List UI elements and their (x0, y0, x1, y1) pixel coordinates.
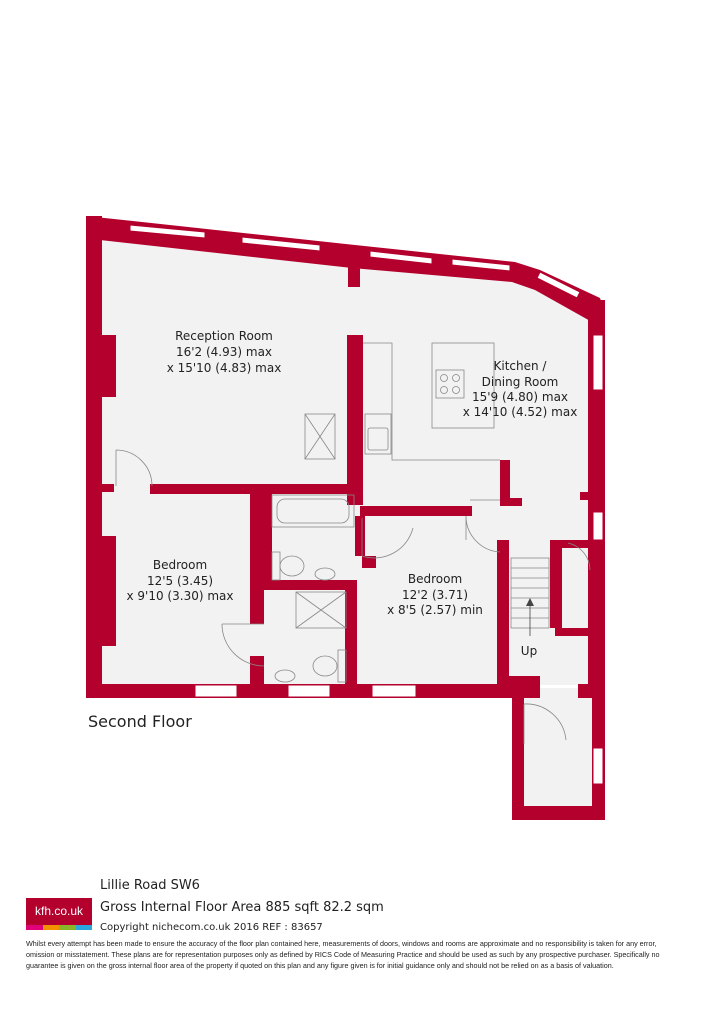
logo-stripe (26, 925, 43, 930)
logo-stripes (26, 925, 92, 930)
kitchen-dim1: 15'9 (4.80) max (472, 390, 568, 404)
doors (115, 449, 591, 744)
interior-walls (102, 255, 592, 686)
bedroom1-dim1: 12'5 (3.45) (147, 574, 213, 588)
property-address: Lillie Road SW6 (100, 878, 200, 893)
kitchen-name1: Kitchen / (494, 359, 548, 373)
reception-dim1: 16'2 (4.93) max (176, 345, 272, 359)
kitchen-name2: Dining Room (482, 375, 559, 389)
logo-text: kfh.co.uk (34, 904, 84, 918)
bathroom-fittings (271, 494, 355, 683)
floor-hall-lower (524, 688, 598, 806)
reception-name: Reception Room (175, 329, 273, 343)
bedroom2-name: Bedroom (408, 572, 462, 586)
reception-dim2: x 15'10 (4.83) max (167, 361, 282, 375)
kitchen-units (363, 342, 500, 461)
bedroom2-dim2: x 8'5 (2.57) min (387, 603, 483, 617)
skylight (304, 413, 336, 460)
kfh-logo: kfh.co.uk (26, 898, 92, 930)
windows (129, 224, 604, 785)
logo-stripe (42, 925, 59, 930)
bedroom1-name: Bedroom (153, 558, 207, 572)
bedroom1-dim2: x 9'10 (3.30) max (127, 589, 234, 603)
floor-label: Second Floor (88, 712, 192, 731)
staircase (510, 557, 550, 636)
stairs-up-label: Up (521, 644, 537, 658)
disclaimer-text: Whilst every attempt has been made to en… (26, 939, 660, 970)
floor-area-text: Gross Internal Floor Area 885 sqft 82.2 … (100, 900, 384, 915)
kitchen-dim2: x 14'10 (4.52) max (463, 405, 578, 419)
bedroom2-dim1: 12'2 (3.71) (402, 588, 468, 602)
floor-main (98, 228, 592, 685)
logo-stripe (75, 925, 92, 930)
copyright-text: Copyright nichecom.co.uk 2016 REF : 8365… (100, 922, 323, 933)
logo-stripe (59, 925, 76, 930)
